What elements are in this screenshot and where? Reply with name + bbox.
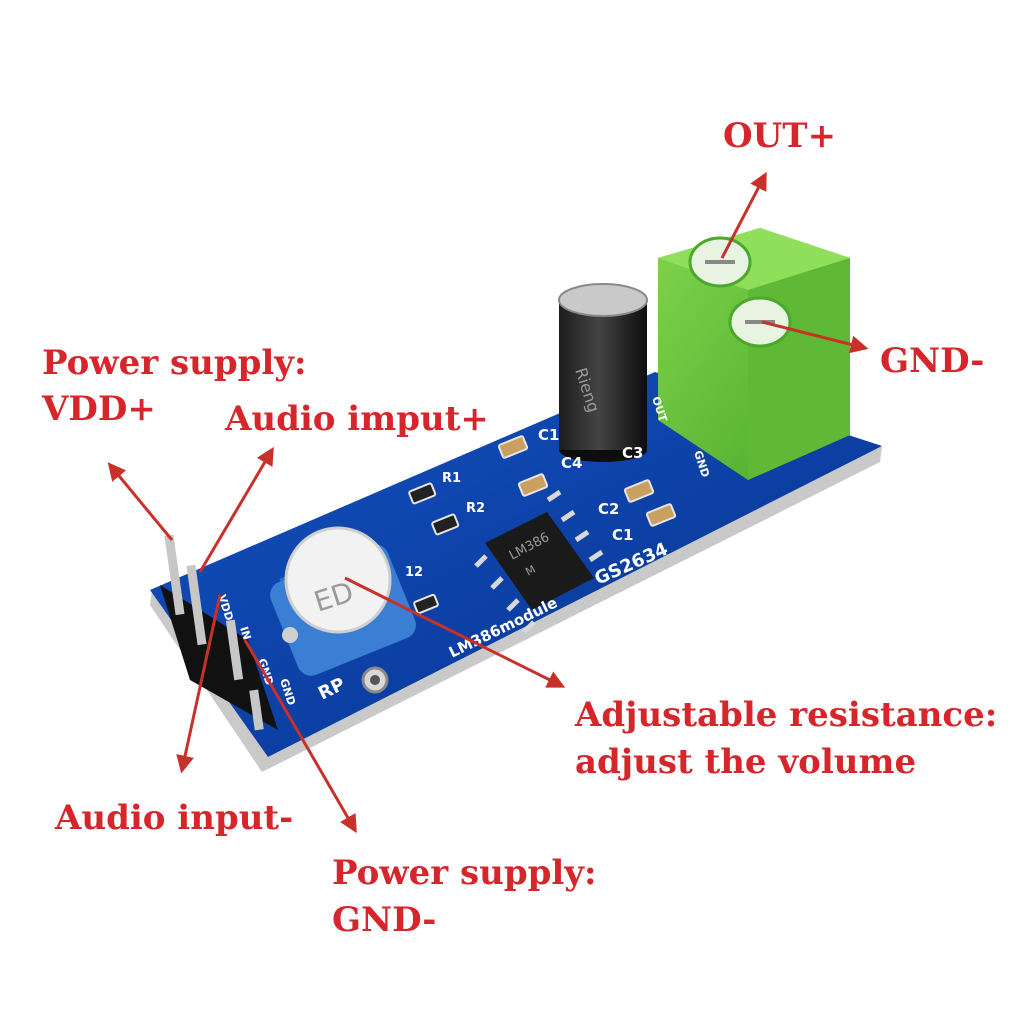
label-power-vdd-line1: Power supply:	[42, 343, 307, 383]
res-r1	[408, 482, 437, 505]
trimmer-potentiometer: ED	[270, 526, 416, 694]
label-audio-input-plus: Audio imput+	[225, 399, 489, 439]
arrow-gnd-out	[761, 320, 869, 354]
silk-r-small: 12	[405, 565, 423, 580]
cap-c2	[623, 479, 655, 503]
label-gnd-out: GND-	[880, 341, 985, 381]
res-small	[413, 593, 439, 615]
label-adjustable-line1: Adjustable resistance:	[575, 695, 998, 735]
silk-r1: R1	[442, 471, 461, 486]
silk-c3: C3	[622, 444, 643, 462]
lm386-chip: LM386 M	[474, 489, 604, 634]
label-power-vdd-line2: VDD+	[42, 389, 156, 429]
cap-c1-top	[497, 435, 529, 459]
pin-in	[186, 564, 207, 646]
label-power-gnd-line1: Power supply:	[332, 853, 597, 893]
silk-c1-bottom: C1	[612, 526, 633, 544]
screw-terminal	[658, 228, 850, 480]
arrow-adjustable	[344, 576, 566, 688]
arrow-gnd-power	[243, 639, 357, 834]
silk-c2: C2	[598, 500, 619, 518]
label-out-plus: OUT+	[723, 116, 837, 156]
arrow-vdd	[107, 462, 174, 541]
silk-c1-top: C1	[538, 426, 559, 444]
pin-gnd-b	[249, 689, 264, 731]
pin-gnd-a	[225, 619, 244, 681]
electrolytic-capacitor: Rieng	[558, 283, 648, 462]
res-r2	[431, 513, 460, 536]
label-power-gnd-line2: GND-	[332, 900, 437, 940]
silk-in-pin: IN	[237, 625, 253, 642]
label-adjustable-line2: adjust the volume	[575, 742, 917, 782]
silk-r2: R2	[466, 501, 485, 516]
arrow-out-plus	[720, 171, 767, 259]
arrow-audio-plus	[198, 446, 274, 573]
smd-components	[408, 435, 677, 615]
header-pins	[160, 534, 278, 731]
cap-c4	[517, 473, 549, 497]
callout-arrows	[107, 171, 869, 834]
label-audio-input-minus: Audio input-	[55, 798, 294, 838]
silk-c4: C4	[561, 454, 582, 472]
pin-vdd	[164, 534, 185, 616]
arrow-audio-minus	[176, 594, 222, 774]
cap-c1-bottom	[645, 503, 677, 527]
